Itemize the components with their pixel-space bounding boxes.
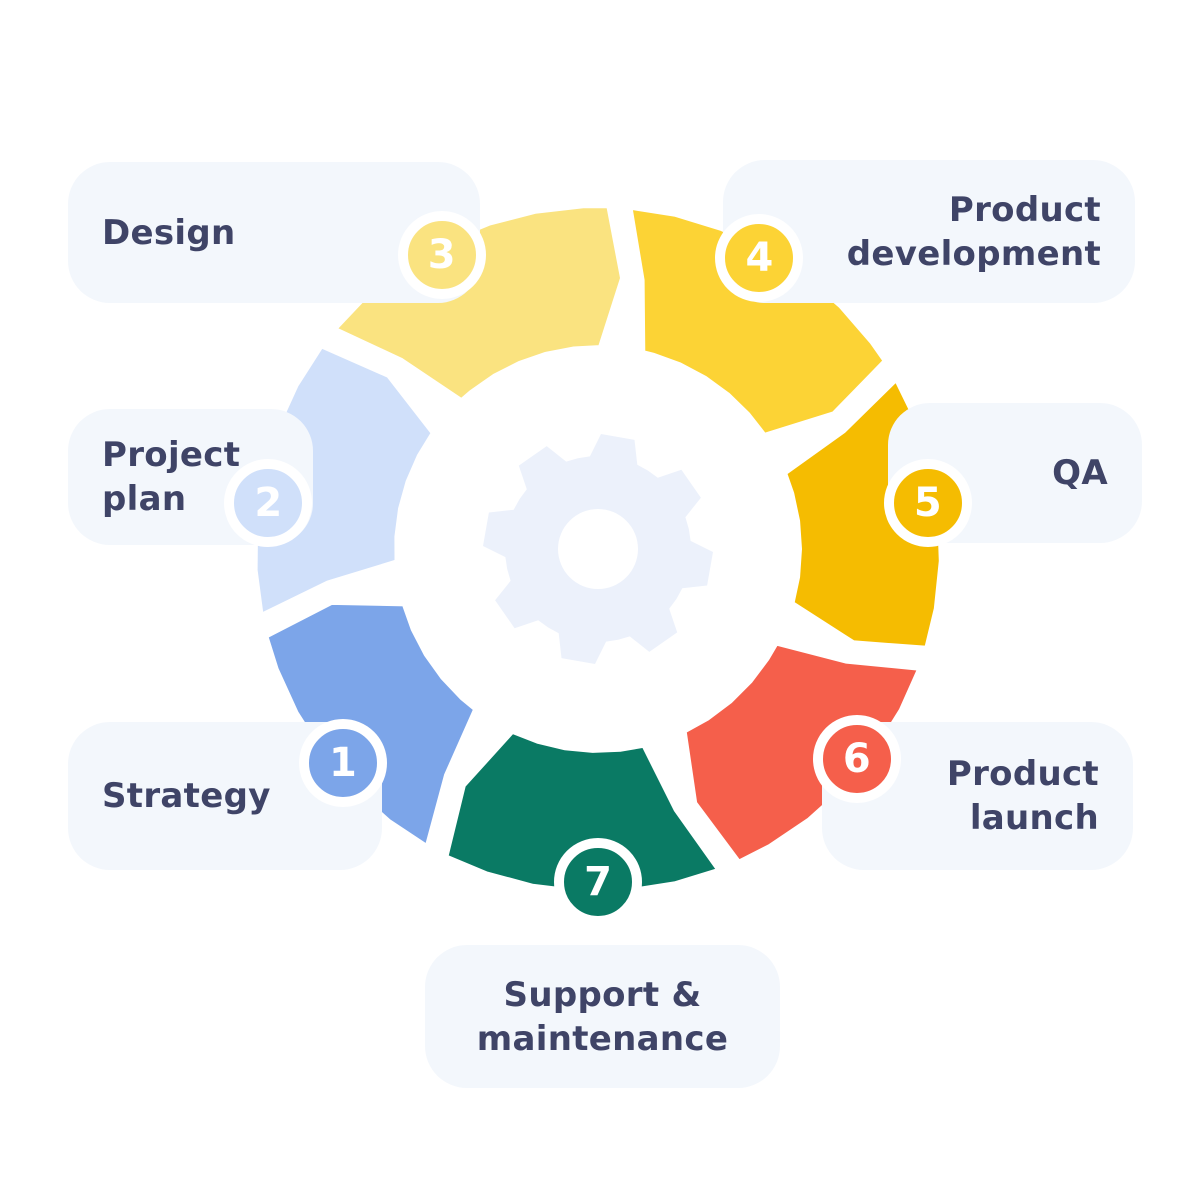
gear-hole bbox=[558, 509, 638, 589]
step-number: 7 bbox=[584, 859, 612, 905]
step-label-line: Design bbox=[102, 212, 236, 253]
step-label-line: launch bbox=[969, 798, 1099, 838]
step-label-line: Strategy bbox=[102, 776, 271, 816]
step-badge-2: 2 bbox=[224, 458, 313, 547]
step-badge-3: 3 bbox=[397, 210, 486, 299]
step-label-line: Project bbox=[102, 435, 241, 475]
step-label-line: Product bbox=[946, 754, 1099, 794]
step-number: 1 bbox=[328, 740, 357, 787]
step-label-line: development bbox=[846, 233, 1101, 274]
step-label-line: maintenance bbox=[476, 1018, 729, 1059]
step-badge-7: 7 bbox=[554, 838, 642, 926]
step-number: 6 bbox=[842, 735, 871, 782]
step-badge-6: 6 bbox=[812, 714, 901, 803]
step-card-support-maintenance: Support &maintenance bbox=[425, 945, 780, 1088]
step-label-line: QA bbox=[1052, 453, 1108, 493]
step-label-line: Product bbox=[948, 189, 1101, 230]
step-badge-1: 1 bbox=[298, 719, 387, 808]
step-badge-5: 5 bbox=[883, 458, 972, 547]
step-label-line: plan bbox=[102, 479, 187, 519]
step-badge-4: 4 bbox=[715, 213, 804, 302]
step-number: 3 bbox=[427, 231, 456, 278]
step-number: 2 bbox=[254, 479, 283, 526]
step-label-line: Support & bbox=[503, 974, 702, 1015]
step-number: 4 bbox=[745, 234, 774, 281]
step-number: 5 bbox=[913, 479, 942, 526]
